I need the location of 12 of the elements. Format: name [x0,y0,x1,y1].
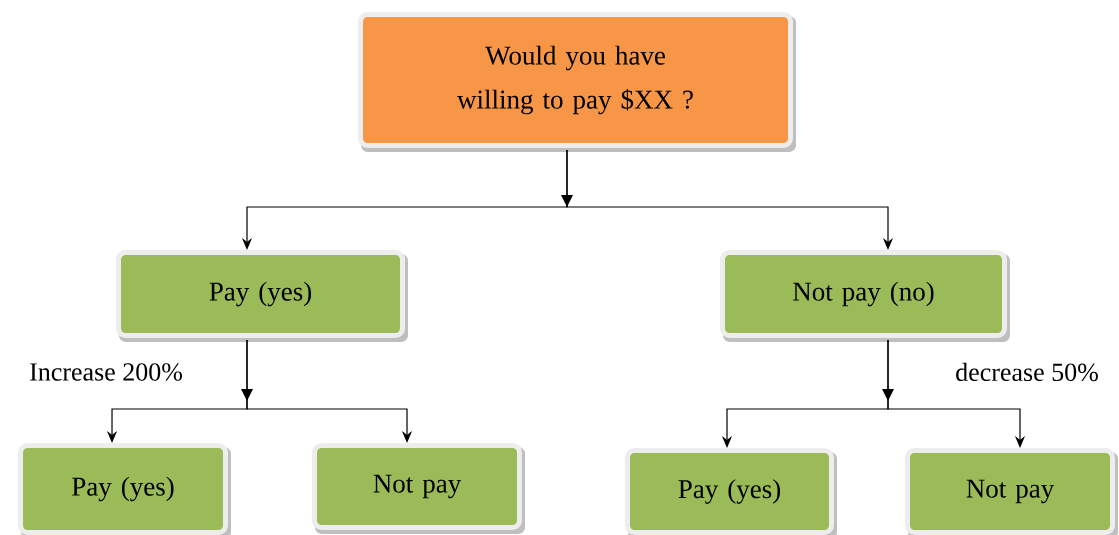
process-box: Pay (yes) [625,448,837,535]
arrow [887,339,1026,448]
process-box: Not pay (no) [720,250,1010,342]
process-box: Pay (yes) [116,250,408,342]
process-box: Would you have willing to pay $XX ? [358,12,796,152]
arrow [246,339,413,443]
annotation-text: decrease 50% [956,362,1098,382]
process-box: Not pay [312,443,525,534]
annotation-text: Increase 200% [30,363,182,381]
process-box: Pay (yes) [18,443,231,535]
process-box: Not pay [905,448,1118,535]
arrow [566,149,894,250]
